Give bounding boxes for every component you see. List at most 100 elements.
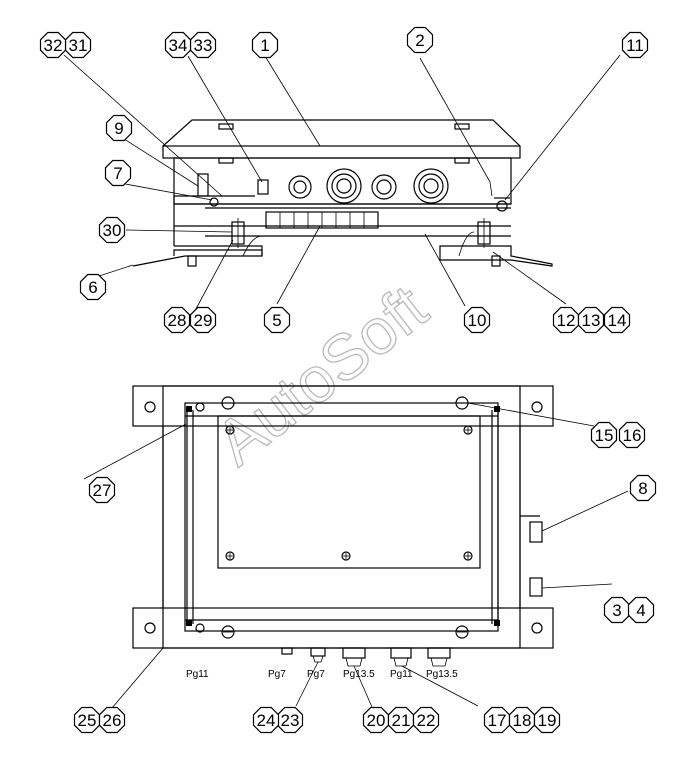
callout-balloon: [79, 273, 107, 301]
callout-15: 15: [590, 421, 618, 449]
callout-19: 19: [533, 706, 561, 734]
callout-3: 3: [603, 596, 631, 624]
callout-number: 31: [69, 36, 88, 55]
callout-balloon: [412, 706, 440, 734]
callout-number: 34: [169, 36, 188, 55]
callout-13: 13: [577, 306, 605, 334]
callout-balloon: [621, 31, 649, 59]
watermark: AutoSoft: [202, 271, 440, 479]
callout-1: 1: [251, 31, 279, 59]
callout-34: 34: [164, 31, 192, 59]
callout-17: 17: [483, 706, 511, 734]
callout-32: 32: [39, 31, 67, 59]
enclosure-body: [173, 157, 512, 205]
callout-balloon: [163, 306, 191, 334]
callout-number: 5: [272, 311, 281, 330]
callout-balloon: [98, 216, 126, 244]
inner-plate: [217, 415, 481, 569]
callout-balloon: [39, 31, 67, 59]
callout-number: 17: [488, 711, 507, 730]
callout-number: 16: [623, 426, 642, 445]
callout-balloon: [263, 306, 291, 334]
callout-balloon: [590, 421, 618, 449]
housing-outline: [162, 385, 521, 649]
callout-number: 11: [626, 36, 644, 55]
callout-20: 20: [362, 706, 390, 734]
flange-holes: [144, 401, 543, 634]
bottom-glands: [281, 647, 451, 667]
leader-lines: [63, 54, 629, 709]
callout-number: 10: [468, 311, 487, 330]
callout-number: 28: [168, 311, 187, 330]
callout-balloon: [251, 31, 279, 59]
callout-number: 26: [103, 711, 122, 730]
callout-number: 23: [281, 711, 300, 730]
callout-balloon: [552, 306, 580, 334]
gland-size-labels: Pg11 Pg7 Pg7 Pg13.5 Pg11 Pg13.5: [186, 669, 458, 680]
callout-number: 30: [103, 221, 122, 240]
callout-11: 11: [621, 31, 649, 59]
callout-balloon: [387, 706, 415, 734]
callout-number: 24: [257, 711, 276, 730]
callout-balloon: [164, 31, 192, 59]
callout-21: 21: [387, 706, 415, 734]
callout-number: 8: [638, 479, 647, 498]
callout-18: 18: [508, 706, 536, 734]
callout-balloon: [88, 476, 116, 504]
callout-number: 4: [636, 601, 645, 620]
callout-balloon: [73, 706, 101, 734]
callout-balloon: [533, 706, 561, 734]
callout-number: 22: [417, 711, 436, 730]
top-view: [132, 385, 554, 667]
callout-10: 10: [463, 306, 491, 334]
callout-balloon: [463, 306, 491, 334]
callout-number: 2: [415, 31, 424, 50]
callout-number: 32: [44, 36, 63, 55]
callout-number: 14: [608, 311, 627, 330]
callout-number: 3: [612, 601, 621, 620]
callout-7: 7: [104, 159, 132, 187]
callout-26: 26: [98, 706, 126, 734]
callout-balloon: [105, 114, 133, 142]
callout-25: 25: [73, 706, 101, 734]
callout-9: 9: [105, 114, 133, 142]
callout-number: 29: [194, 311, 213, 330]
gland-label: Pg13.5: [343, 669, 375, 680]
plate-screws: [225, 425, 473, 561]
cover-top: [162, 119, 521, 147]
callout-8: 8: [629, 474, 657, 502]
gland-label: Pg13.5: [426, 669, 458, 680]
callout-balloon: [603, 596, 631, 624]
callout-33: 33: [189, 31, 217, 59]
callout-balloon: [618, 421, 646, 449]
callout-number: 27: [93, 481, 112, 500]
side-view: [132, 119, 553, 267]
callout-4: 4: [627, 596, 655, 624]
callout-balloon: [508, 706, 536, 734]
callout-balloon: [603, 306, 631, 334]
callout-number: 18: [513, 711, 532, 730]
callout-number: 33: [194, 36, 213, 55]
callout-number: 19: [538, 711, 557, 730]
callout-balloon: [483, 706, 511, 734]
callout-31: 31: [64, 31, 92, 59]
callout-number: 9: [114, 119, 123, 138]
lid-screws: [221, 396, 469, 639]
gland-label: Pg11: [186, 669, 209, 680]
callout-14: 14: [603, 306, 631, 334]
callout-balloon: [362, 706, 390, 734]
callout-16: 16: [618, 421, 646, 449]
callout-24: 24: [252, 706, 280, 734]
callout-number: 21: [392, 711, 411, 730]
callout-5: 5: [263, 306, 291, 334]
cable-glands-side: [197, 168, 449, 204]
callout-balloon: [627, 596, 655, 624]
callout-balloon: [629, 474, 657, 502]
callout-number: 1: [260, 36, 269, 55]
callout-balloon: [104, 159, 132, 187]
callout-22: 22: [412, 706, 440, 734]
callout-27: 27: [88, 476, 116, 504]
callout-number: 20: [367, 711, 386, 730]
